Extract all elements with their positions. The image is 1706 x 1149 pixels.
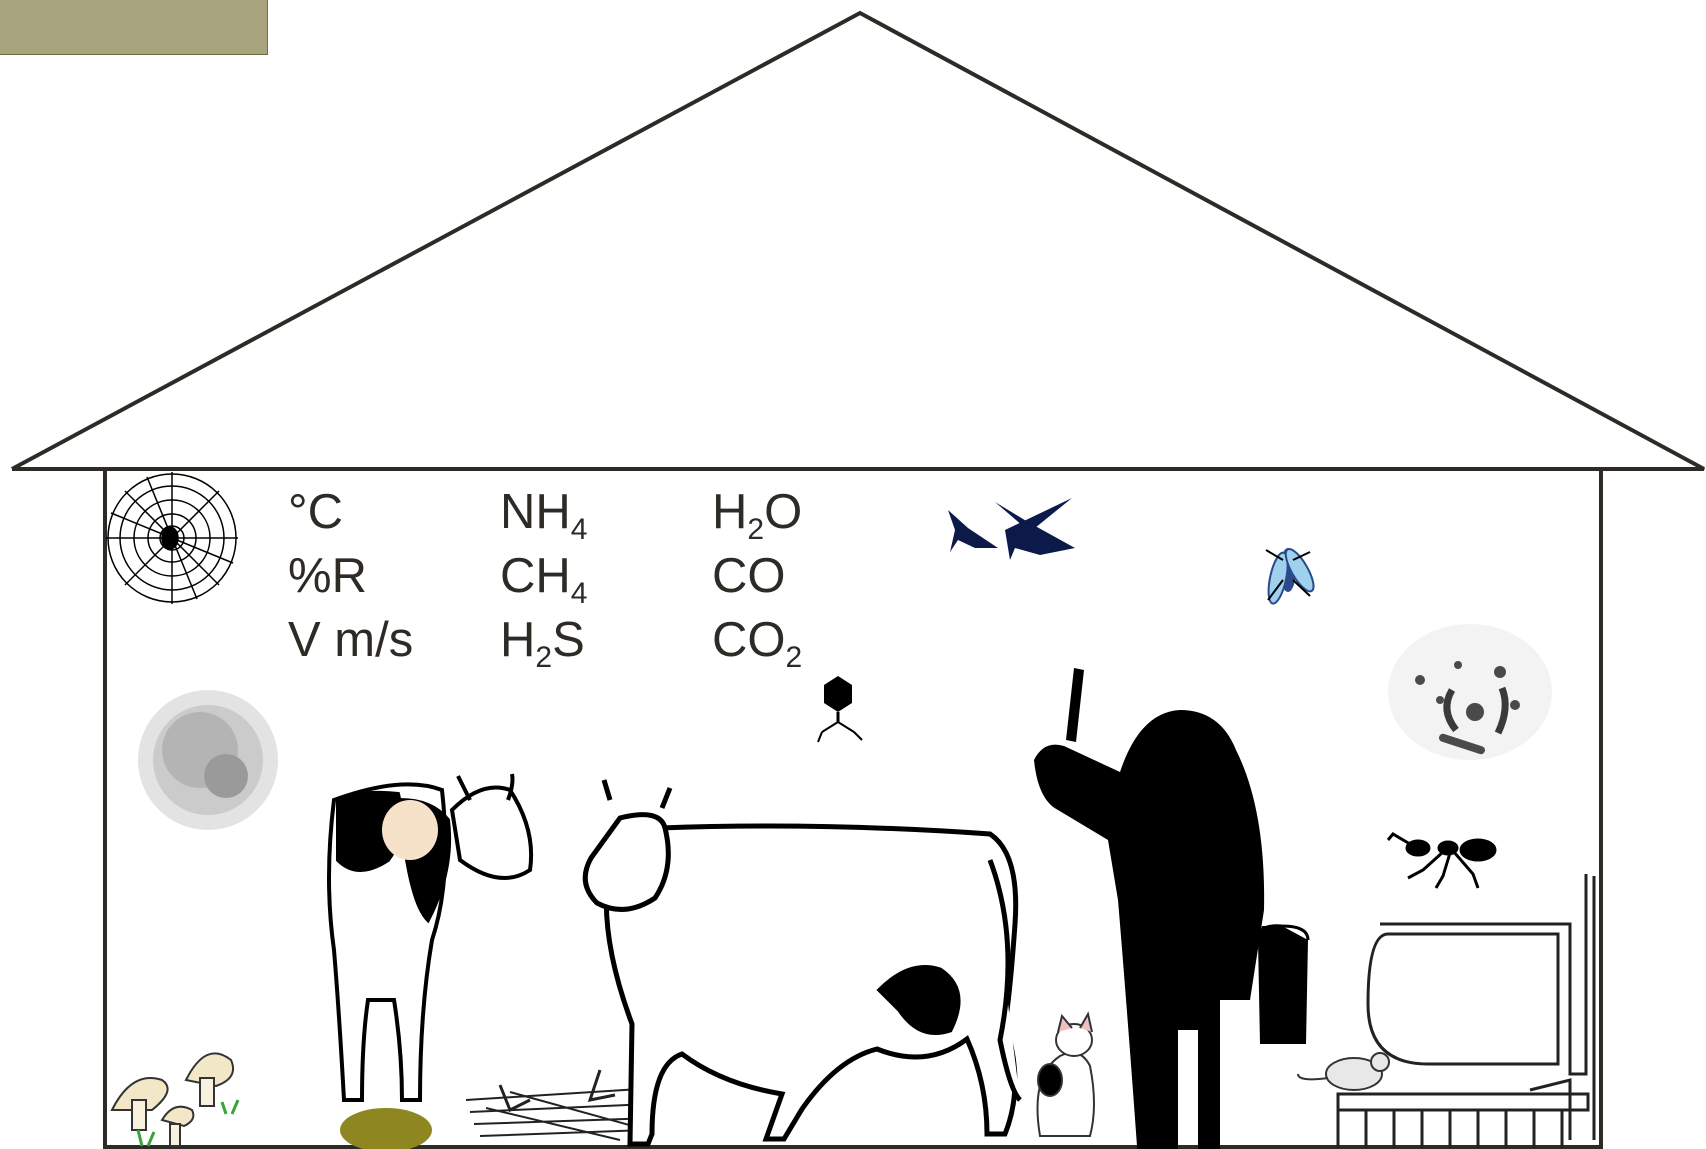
label-water: H2O <box>712 485 803 546</box>
cat-icon <box>1036 1011 1095 1137</box>
stall-icon <box>1336 874 1596 1148</box>
ant-icon <box>1386 832 1497 889</box>
rat-icon <box>1297 1052 1390 1091</box>
label-carbon-dioxide: CO2 <box>712 613 803 674</box>
mushrooms-icon <box>110 1052 240 1147</box>
roof <box>11 10 1705 471</box>
swallows-icon <box>948 498 1075 560</box>
cow-side-icon <box>582 779 1022 1147</box>
virus-icon <box>817 676 863 743</box>
label-hydrogen-sulfide: H2S <box>500 613 585 674</box>
label-relative-humidity: %R <box>288 549 367 603</box>
bacteria-icon <box>1388 624 1552 760</box>
header-tab <box>0 0 268 55</box>
dung-puddle <box>340 1108 432 1149</box>
farmer-icon <box>1034 668 1310 1149</box>
cow-rear-icon <box>327 773 534 1102</box>
barn-outline <box>11 10 1705 1149</box>
label-ammonium: NH4 <box>500 485 588 546</box>
walls <box>103 469 1603 1149</box>
label-carbon-monoxide: CO <box>712 549 786 603</box>
label-temperature: °C <box>288 485 343 539</box>
straw-icon <box>465 1069 657 1141</box>
fly-icon <box>1265 548 1315 605</box>
dust-cloud-icon <box>138 690 278 830</box>
label-air-velocity: V m/s <box>288 613 414 667</box>
label-methane: CH4 <box>500 549 588 610</box>
spider-web-icon <box>106 472 238 604</box>
